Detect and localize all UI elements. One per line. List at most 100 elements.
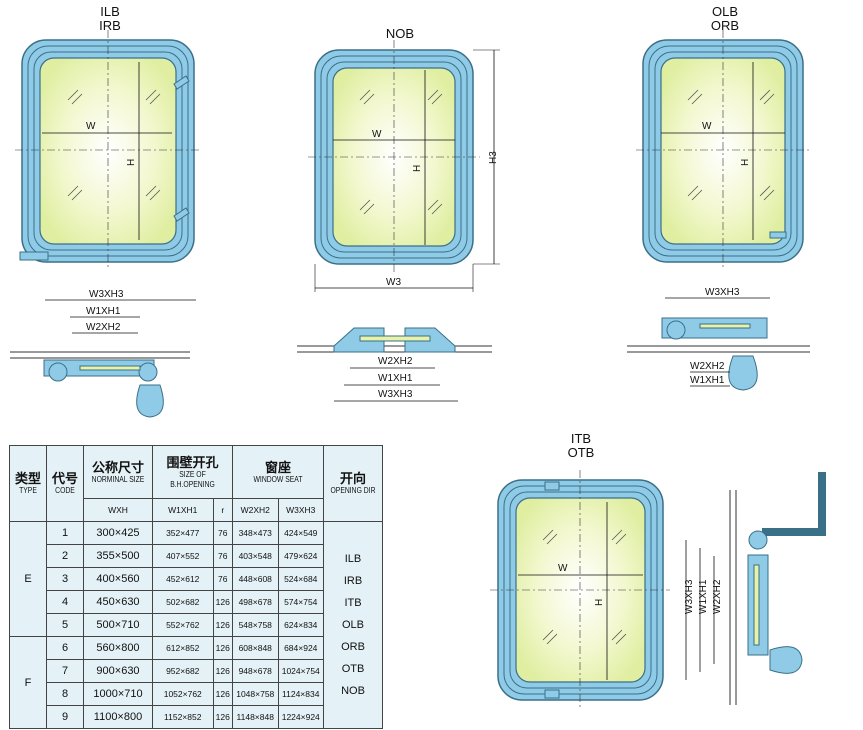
header-type: 类型 TYPE (9, 445, 47, 522)
cell-code: 7 (46, 659, 84, 683)
dir-nob: NOB (341, 685, 365, 697)
table-subheader-row: WXH W1XH1 r W2XH2 W3XH3 (10, 498, 383, 522)
dim-w3xh3-ilb: W3XH3 (89, 289, 124, 300)
cell-opening: 1152×852 (152, 705, 214, 729)
window-nob: W H H3 W3 (308, 40, 500, 292)
cell-code: 4 (46, 590, 84, 614)
cell-w2h2: 348×473 (232, 521, 279, 545)
cell-size: 450×630 (83, 590, 153, 614)
cell-code: 2 (46, 544, 84, 568)
cell-code: 3 (46, 567, 84, 591)
header-type-en: TYPE (19, 486, 37, 495)
title-olb: OLB (711, 4, 738, 19)
cell-code: 5 (46, 613, 84, 637)
dim-w-nob: W (372, 129, 382, 140)
cell-size: 560×800 (83, 636, 153, 660)
header-type-cn: 类型 (14, 471, 41, 486)
dim-h3-nob: H3 (488, 151, 499, 164)
table-row: 5 500×710 552×762 126 548×758 624×834 (10, 613, 383, 637)
header-size-en: NORMINAL SIZE (91, 474, 145, 484)
cell-r: 126 (212, 636, 233, 660)
header-code-cn: 代号 (51, 471, 78, 486)
window-olb-orb: W H (636, 30, 810, 270)
header-size-cn: 公称尺寸 (91, 459, 144, 475)
cell-r: 126 (212, 659, 233, 683)
cell-w3h3: 1224×924 (277, 705, 324, 729)
dim-w-olb: W (702, 121, 712, 132)
cell-w3h3: 1024×754 (277, 659, 324, 683)
cell-r: 126 (212, 705, 233, 729)
dim-w3xh3-nob: W3XH3 (378, 389, 413, 400)
header-code-en: CODE (55, 486, 75, 495)
cell-code: 9 (46, 705, 84, 729)
dim-h-olb: H (740, 159, 751, 166)
subheader-size: WXH (83, 498, 153, 522)
cell-r: 76 (212, 521, 233, 545)
dim-w1xh1-nob: W1XH1 (378, 373, 413, 384)
table-row: 3 400×560 452×612 76 448×608 524×684 (10, 567, 383, 591)
dim-w2xh2-nob: W2XH2 (378, 356, 413, 367)
header-code: 代号 CODE (46, 445, 84, 522)
header-dir-cn: 开向 (339, 471, 366, 486)
window-itb-otb: W H (490, 470, 670, 710)
cell-code: 1 (46, 521, 84, 545)
cell-r: 76 (212, 567, 233, 591)
cell-size: 1100×800 (83, 705, 153, 729)
section-olb: W3XH3 W2XH2 W1XH1 (627, 287, 810, 391)
dim-w1xh1-itb: W1XH1 (698, 579, 709, 614)
dim-w2xh2-olb: W2XH2 (690, 361, 725, 372)
cell-w2h2: 448×608 (232, 567, 279, 591)
spec-table: 类型 TYPE 代号 CODE 公称尺寸 NORMINAL SIZE 围壁开孔 … (9, 445, 383, 729)
dim-w-ilb: W (86, 121, 96, 132)
title-irb: IRB (99, 18, 121, 33)
cell-w3h3: 574×754 (277, 590, 324, 614)
dim-w1xh1-olb: W1XH1 (690, 375, 725, 386)
header-seat-cn: 窗座 (264, 459, 291, 475)
dir-itb: ITB (344, 597, 362, 609)
title-otb: OTB (567, 445, 595, 460)
type-f: F (9, 636, 47, 729)
cell-size: 500×710 (83, 613, 153, 637)
cell-w3h3: 624×834 (277, 613, 324, 637)
cell-code: 6 (46, 636, 84, 660)
dim-w2xh2-itb: W2XH2 (712, 579, 723, 614)
title-ilb: ILB (100, 4, 120, 19)
table-header-row: 类型 TYPE 代号 CODE 公称尺寸 NORMINAL SIZE 围壁开孔 … (9, 445, 383, 522)
table-row: 2 355×500 407×552 76 403×548 479×624 (10, 544, 383, 568)
dir-otb: OTB (341, 663, 365, 675)
title-itb: ITB (570, 431, 592, 446)
cell-r: 76 (212, 544, 233, 568)
cell-w2h2: 948×678 (232, 659, 279, 683)
cell-w2h2: 1048×758 (232, 682, 279, 706)
cell-size: 900×630 (83, 659, 153, 683)
subheader-seat-w3: W3XH3 (277, 498, 324, 522)
section-itb: W3XH3 W1XH1 W2XH2 (684, 472, 826, 705)
header-seat-en: WINDOW SEAT (253, 474, 303, 484)
window-ilb-irb: W H (15, 30, 200, 270)
header-opening-cn: 围壁开孔 (166, 454, 219, 470)
dim-w3xh3-olb: W3XH3 (705, 287, 740, 298)
cell-w3h3: 524×684 (277, 567, 324, 591)
cell-opening: 452×612 (152, 567, 214, 591)
header-size: 公称尺寸 NORMINAL SIZE (83, 445, 153, 499)
header-seat: 窗座 WINDOW SEAT (232, 445, 324, 499)
dim-w-itb: W (558, 563, 568, 574)
cell-opening: 552×762 (152, 613, 214, 637)
subheader-r: r (212, 498, 233, 522)
subheader-opening: W1XH1 (152, 498, 214, 522)
cell-r: 126 (212, 590, 233, 614)
title-orb: ORB (710, 18, 740, 33)
dir-ilb: ILB (344, 553, 362, 565)
cell-opening: 1052×762 (152, 682, 214, 706)
dir-olb: OLB (341, 619, 364, 631)
cell-size: 300×425 (83, 521, 153, 545)
cell-w3h3: 684×924 (277, 636, 324, 660)
cell-w3h3: 479×624 (277, 544, 324, 568)
cell-size: 1000×710 (83, 682, 153, 706)
cell-opening: 352×477 (152, 521, 214, 545)
title-nob: NOB (385, 26, 415, 41)
cell-opening: 612×852 (152, 636, 214, 660)
table-row: 7 900×630 952×682 126 948×678 1024×754 (10, 659, 383, 683)
header-dir: 开向 OPENING DIR (323, 445, 383, 522)
